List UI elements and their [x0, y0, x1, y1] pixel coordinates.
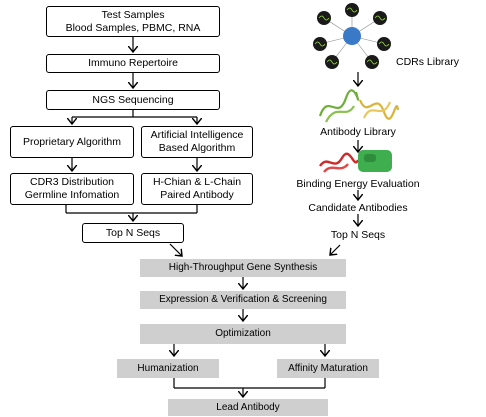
affinity-maturation-label: Affinity Maturation — [288, 362, 368, 374]
expression-screening-box: Expression & Verification & Screening — [140, 291, 346, 309]
ngs-sequencing-label: NGS Sequencing — [92, 93, 174, 106]
gene-synthesis-label: High-Throughput Gene Synthesis — [168, 262, 318, 273]
immuno-repertoire-label: Immuno Repertoire — [88, 57, 178, 70]
optimization-label: Optimization — [215, 328, 271, 339]
test-samples-box: Test Samples Blood Samples, PBMC, RNA — [46, 6, 220, 37]
affinity-maturation-box: Affinity Maturation — [277, 359, 379, 378]
antibody-library-label: Antibody Library — [320, 126, 396, 138]
gene-synthesis-box: High-Throughput Gene Synthesis — [140, 259, 346, 277]
top-n-seqs-right-label: Top N Seqs — [330, 229, 386, 241]
cdr3-distribution-line2: Germline Infomation — [24, 189, 120, 201]
lead-antibody-box: Lead Antibody — [168, 399, 328, 416]
paired-antibody-line2: Paired Antibody — [160, 189, 234, 201]
binding-energy-label: Binding Energy Evaluation — [296, 178, 420, 190]
test-samples-title: Test Samples — [101, 8, 165, 21]
humanization-box: Humanization — [117, 359, 219, 378]
test-samples-subtitle: Blood Samples, PBMC, RNA — [65, 21, 201, 34]
humanization-label: Humanization — [137, 362, 199, 374]
paired-antibody-line1: H-Chian & L-Chain — [152, 176, 242, 189]
proprietary-algorithm-box: Proprietary Algorithm — [10, 126, 134, 158]
cdr3-distribution-box: CDR3 Distribution Germline Infomation — [10, 173, 134, 205]
cdr3-distribution-line1: CDR3 Distribution — [29, 176, 115, 189]
top-n-seqs-left-box: Top N Seqs — [82, 223, 184, 243]
ngs-sequencing-box: NGS Sequencing — [46, 90, 220, 110]
lead-antibody-label: Lead Antibody — [216, 401, 280, 413]
immuno-repertoire-box: Immuno Repertoire — [46, 54, 220, 73]
ai-algorithm-box: Artificial Intelligence Based Algorithm — [141, 126, 253, 158]
cdr-network-illustration — [313, 3, 391, 69]
paired-antibody-box: H-Chian & L-Chain Paired Antibody — [141, 173, 253, 205]
cdrs-library-label: CDRs Library — [396, 56, 460, 68]
proprietary-algorithm-label: Proprietary Algorithm — [22, 135, 122, 148]
top-n-seqs-left-label: Top N Seqs — [105, 226, 161, 239]
expression-screening-label: Expression & Verification & Screening — [159, 294, 327, 305]
binding-structure-illustration — [319, 150, 392, 173]
antibody-structure-illustration — [318, 89, 400, 123]
optimization-box: Optimization — [140, 324, 346, 344]
ai-algorithm-line1: Artificial Intelligence — [150, 129, 244, 142]
ai-algorithm-line2: Based Algorithm — [158, 142, 236, 154]
candidate-antibodies-label: Candidate Antibodies — [308, 202, 408, 214]
